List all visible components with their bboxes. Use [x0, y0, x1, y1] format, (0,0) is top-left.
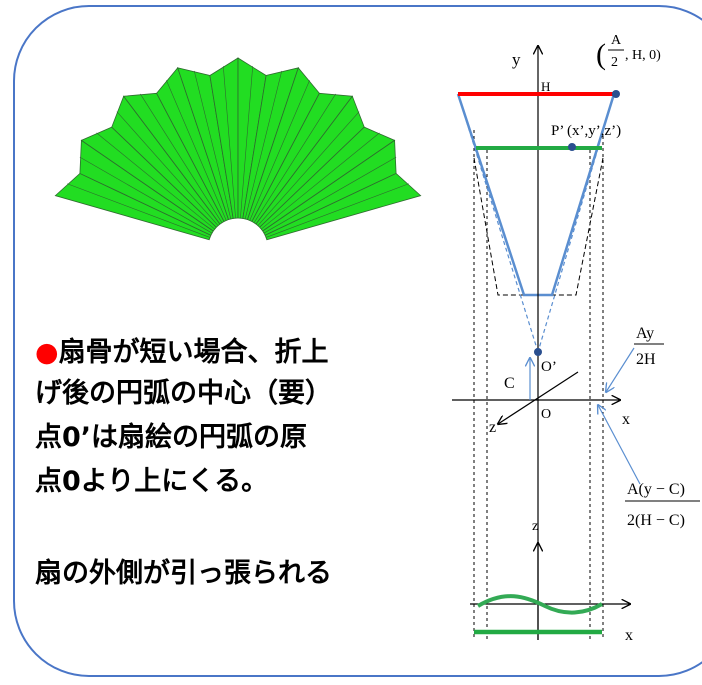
svg-text:●扇骨が短い場合、折上: ●扇骨が短い場合、折上 — [35, 336, 329, 368]
fan-crease — [116, 111, 219, 226]
svg-text:(: ( — [596, 38, 606, 71]
corner-coordinate-label: ( A 2 , H, 0) — [596, 33, 661, 71]
text-line-3: 点0’は扇絵の円弧の原 — [35, 421, 307, 453]
svg-text:2(H − C): 2(H − C) — [627, 512, 685, 529]
ay-fraction-label: Ay 2H — [634, 325, 664, 368]
fan-crease — [240, 66, 254, 219]
text-line-5: 扇の外側が引っ張られる — [35, 557, 332, 589]
svg-text:Ay: Ay — [636, 325, 654, 342]
fan-crease — [79, 156, 213, 234]
p-prime-label: P’ (x’,y’,z’) — [551, 123, 621, 139]
c-label: C — [504, 375, 515, 392]
corner-point — [612, 90, 620, 98]
fan-crease — [222, 66, 236, 219]
svg-text:2: 2 — [611, 55, 618, 70]
svg-text:, H, 0): , H, 0) — [625, 48, 661, 63]
text-line-2: げ後の円弧の中心（要） — [35, 378, 332, 409]
x-axis-label-bottom: x — [625, 627, 633, 644]
x-axis-label: x — [622, 411, 630, 428]
svg-text:A: A — [611, 33, 622, 48]
text-line-1: 扇骨が短い場合、折上 — [59, 336, 329, 368]
geometry-diagram: y H ( A 2 , H, 0) P’ (x’,y’,z’) O’ C O z… — [452, 33, 700, 644]
fan-crease — [253, 93, 336, 223]
o-prime-point — [534, 348, 542, 356]
fan-crease — [261, 132, 380, 230]
green-wave — [476, 594, 604, 615]
z-axis-label: z — [489, 419, 496, 436]
fan-crease — [244, 70, 283, 219]
ac-fraction-label: A(y − C) 2(H − C) — [625, 481, 700, 529]
fan-crease — [140, 93, 223, 223]
fan-crease — [265, 183, 409, 238]
fan-crease — [263, 156, 397, 234]
z-axis-label-bottom: z — [532, 519, 538, 534]
fan-crease — [193, 70, 232, 219]
bullet: ● — [35, 337, 59, 368]
text-line-4: 点0より上にくる。 — [35, 466, 268, 497]
fan-crease — [166, 80, 227, 221]
o-label: O — [541, 407, 551, 422]
fan-crease — [249, 80, 310, 221]
h-label: H — [541, 79, 550, 94]
fan-crease — [257, 111, 360, 226]
explanation-text: ●扇骨が短い場合、折上 げ後の円弧の中心（要） 点0’は扇絵の円弧の原 点0より… — [35, 336, 332, 589]
fan-crease — [67, 183, 211, 238]
svg-text:A(y − C): A(y − C) — [627, 481, 685, 498]
y-axis-label: y — [512, 50, 521, 69]
o-prime-label: O’ — [541, 359, 557, 375]
svg-text:2H: 2H — [636, 351, 656, 368]
fan-crease — [96, 132, 215, 230]
p-prime-point — [568, 143, 576, 151]
folded-fan-illustration — [54, 57, 422, 241]
